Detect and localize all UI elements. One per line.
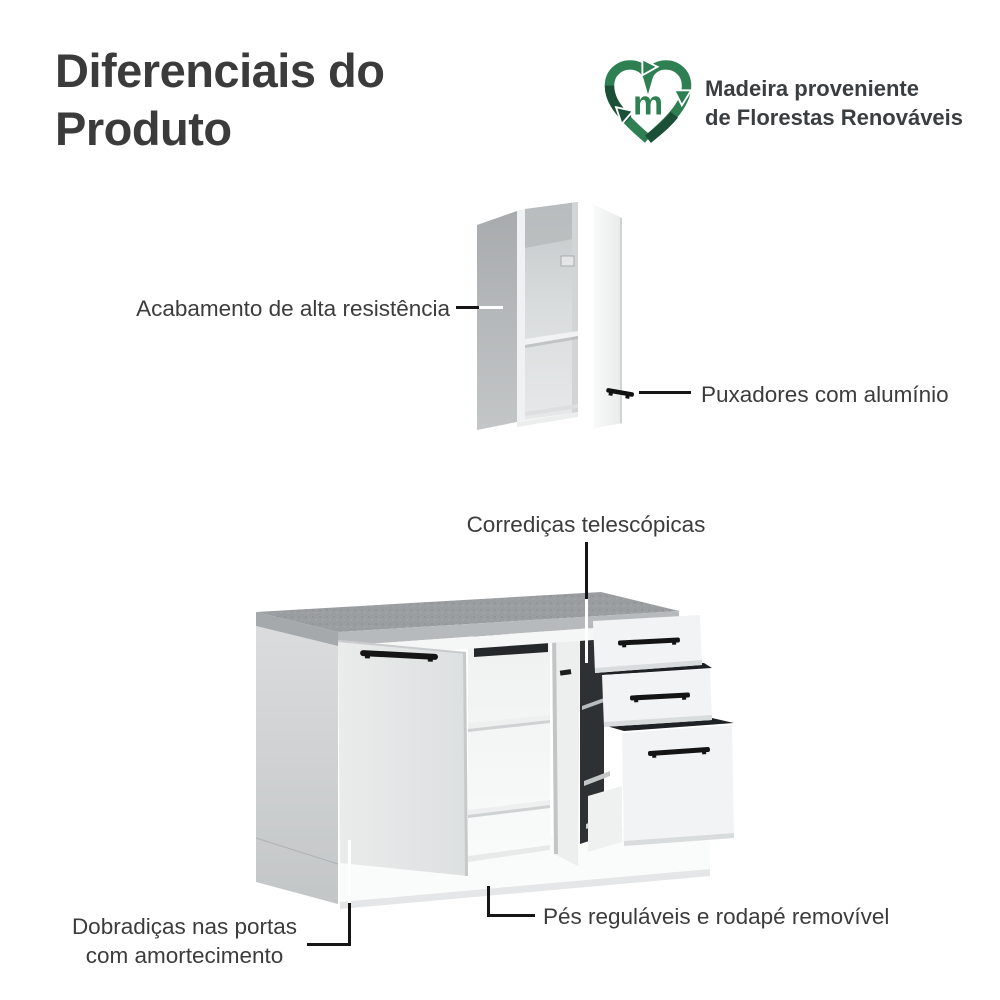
drawer-top [593, 615, 702, 673]
callout-label-hinges-line2: com amortecimento [85, 943, 284, 968]
page-title: Diferenciais do Produto [55, 42, 385, 158]
callout-label-hinges: Dobradiças nas portas com amortecimento [62, 912, 307, 970]
eco-badge-line2: de Florestas Renováveis [705, 105, 964, 130]
callout-line-handles [639, 391, 691, 394]
page-title-line2: Produto [55, 102, 232, 155]
callout-label-handles: Puxadores com alumínio [701, 382, 949, 407]
callout-line-finish [456, 306, 479, 309]
base-cabinet-illustration [255, 592, 734, 909]
recycle-heart-icon: m [604, 58, 693, 143]
callout-label-slides: Corrediças telescópicas [466, 512, 706, 537]
drawer-middle [602, 669, 712, 727]
callout-label-feet: Pés reguláveis e rodapé removível [543, 904, 890, 929]
callout-label-finish: Acabamento de alta resistência [136, 296, 450, 321]
callout-line-slides-white [585, 599, 588, 663]
callout-label-hinges-line1: Dobradiças nas portas [71, 914, 298, 939]
wall-cabinet-handle [606, 388, 634, 399]
eco-badge: m Madeira proveniente de Florestas Renov… [601, 58, 963, 148]
callout-line-hinges-stub [307, 943, 351, 946]
callout-line-finish-white [479, 306, 503, 309]
callout-line-feet-v [487, 886, 490, 917]
callout-line-slides [585, 542, 588, 599]
base-cabinet-left-door [338, 640, 468, 876]
eco-badge-line1: Madeira proveniente [705, 76, 919, 101]
wall-cabinet-illustration [477, 202, 634, 430]
drawer-bottom [622, 725, 734, 846]
page-title-line1: Diferenciais do [55, 44, 385, 97]
eco-badge-text: Madeira proveniente de Florestas Renováv… [705, 74, 963, 132]
callout-line-hinges-white [348, 840, 351, 903]
logo-letter: m [633, 85, 663, 123]
callout-line-hinges [348, 903, 351, 946]
callout-line-feet-h [487, 914, 535, 917]
